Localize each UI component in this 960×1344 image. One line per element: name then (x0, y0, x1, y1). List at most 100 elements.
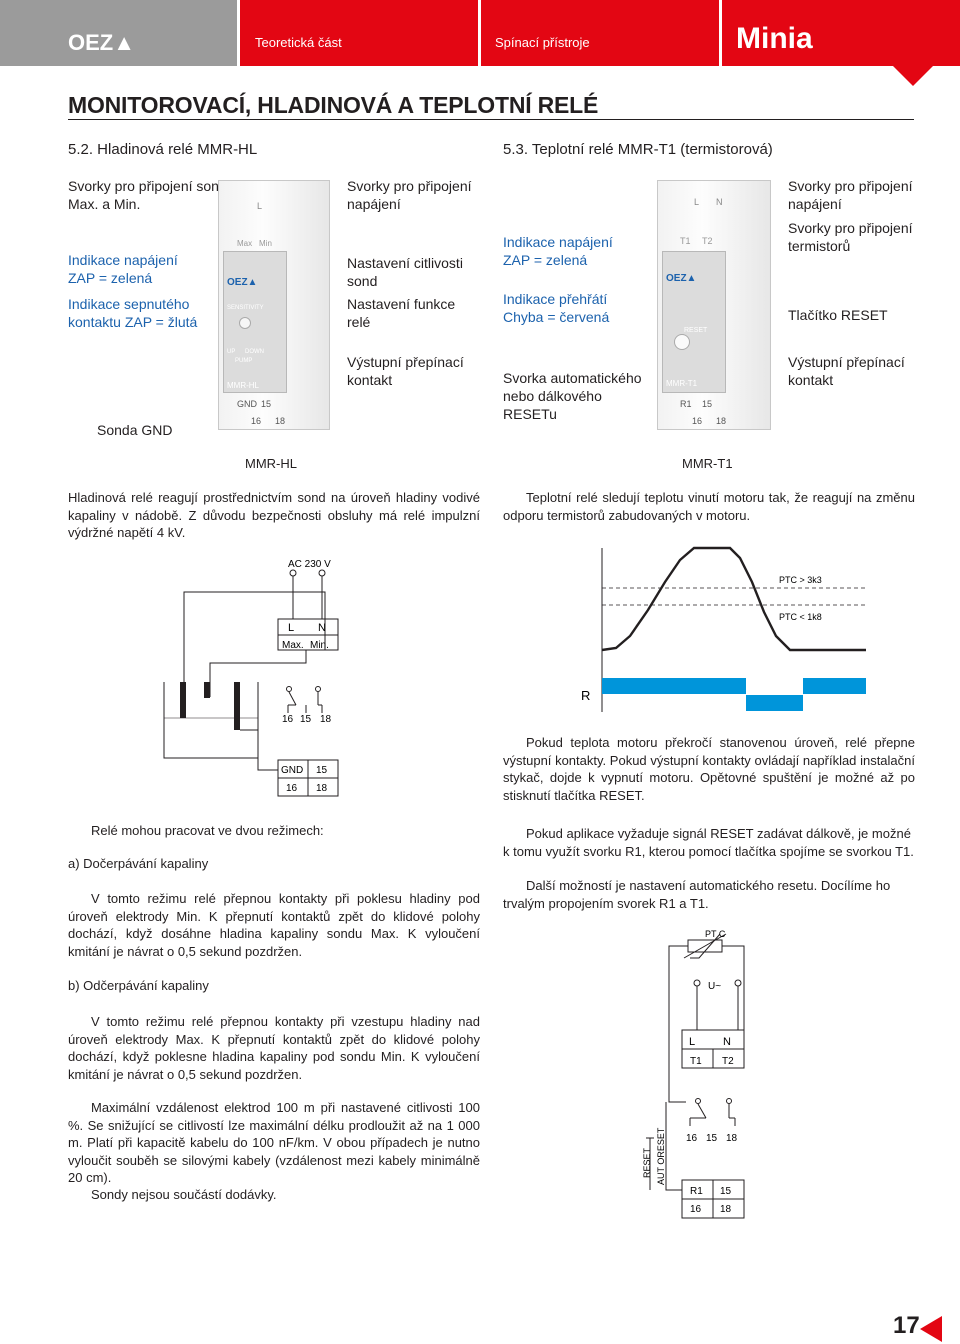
diag-l-label: L (288, 622, 294, 634)
diag-b15-label-t1: 15 (720, 1186, 732, 1197)
diag-supply-label: AC 230 V (288, 559, 331, 570)
diag-r1-label: R1 (690, 1186, 703, 1197)
label-contact-indication: Indikace sepnutého kontaktu ZAP = žlutá (68, 296, 198, 330)
diag-auto-reset-label: AUT ORESET (656, 1127, 666, 1185)
oez-logo: OEZ▲ (68, 30, 135, 55)
label-reset-button: Tlačítko RESET (788, 307, 888, 323)
device-top-terminal: L (257, 201, 263, 211)
device-18-terminal-t1: 18 (716, 416, 727, 426)
device-model: MMR-HL (227, 381, 259, 390)
diag-t1-label: T1 (690, 1056, 702, 1067)
label-sensitivity: Nastavení citlivosti sond (347, 255, 463, 289)
thermal-relay-wiring-diagram: PT C U~ L N T1 T2 16 15 18 R1 15 16 18 R… (642, 929, 745, 1219)
page-number: 17 (893, 1312, 920, 1339)
diag-b15-label: 15 (316, 765, 328, 776)
label-power-indication-t1: Indikace napájení ZAP = zelená (503, 234, 613, 268)
min-probe-icon (180, 682, 186, 718)
relay-state-bars (602, 678, 866, 711)
device-18-terminal: 18 (275, 416, 286, 426)
diag-t2-label: T2 (722, 1056, 734, 1067)
device-min-label: Min (259, 239, 272, 248)
mmr-hl-device: L Max Min OEZ▲ SENSITIVITY UP DOWN PUMP … (218, 180, 330, 430)
mode-a-heading: a) Dočerpávání kapaliny (68, 856, 209, 871)
section-heading-level-relay: 5.2. Hladinová relé MMR-HL (68, 141, 258, 158)
label-reset-terminal: Svorka automatického nebo dálkového RESE… (503, 370, 642, 422)
graph-ptc-low-label: PTC < 1k8 (779, 612, 822, 622)
label-supply-terminals-t1: Svorky pro připojení napájení (788, 178, 913, 212)
header-marker-icon (893, 66, 933, 86)
diag-18-label: 18 (320, 714, 332, 725)
mmr-t1-faceplate (662, 251, 726, 393)
max-probe-icon (204, 682, 210, 698)
ptc-resistance-graph: PTC > 3k3 PTC < 1k8 R (581, 546, 866, 712)
device-brand: OEZ▲ (227, 277, 258, 288)
section-heading-thermal-relay: 5.3. Teplotní relé MMR-T1 (termistorová) (503, 141, 773, 158)
header-brand-tab[interactable] (722, 0, 960, 66)
device-max-label: Max (237, 239, 253, 248)
device-t1-terminal: T1 (680, 236, 691, 246)
graph-ptc-high-label: PTC > 3k3 (779, 575, 822, 585)
title-rule (68, 119, 914, 120)
header-theory-tab[interactable]: Teoretická část (240, 0, 478, 66)
diag-b16-label: 16 (286, 783, 298, 794)
device-up-label: UP (227, 349, 236, 355)
mode-a-text: V tomto režimu relé přepnou kontakty při… (68, 891, 480, 959)
level-relay-wiring-diagram: AC 230 V L N Max. Min. 16 15 18 GND 15 1… (163, 559, 339, 797)
page-marker-icon (920, 1316, 942, 1342)
diag-reset-label: RESET (642, 1147, 652, 1178)
label-probe-gnd: Sonda GND (97, 422, 173, 438)
diag-b16-label-t1: 16 (690, 1204, 702, 1215)
device-gnd-terminal: GND (237, 399, 257, 409)
probes-note: Sondy nejsou součástí dodávky. (91, 1187, 277, 1202)
device-sensitivity-label: SENSITIVITY (227, 305, 264, 311)
label-output-contact-t1: Výstupní přepínací kontakt (788, 354, 905, 388)
label-output-contact: Výstupní přepínací kontakt (347, 354, 464, 388)
caption-mmr-hl: MMR-HL (245, 456, 297, 471)
diag-15-label-t1: 15 (706, 1133, 718, 1144)
header-theory-label: Teoretická část (255, 35, 342, 50)
reset-button-icon[interactable] (674, 334, 690, 350)
device-t2-terminal: T2 (702, 236, 713, 246)
diag-b18-label-t1: 18 (720, 1204, 732, 1215)
device-pump-label: PUMP (235, 358, 253, 364)
diag-ptc-label: PT C (705, 929, 726, 939)
diag-l-label-t1: L (689, 1036, 695, 1048)
distance-text: Maximální vzdálenost elektrod 100 m při … (68, 1100, 480, 1185)
gnd-probe-icon (234, 682, 240, 730)
diag-n-label: N (318, 622, 326, 634)
right-para-3: Další možností je nastavení automatickéh… (503, 878, 891, 911)
header-switching-tab[interactable]: Spínací přístroje (481, 0, 719, 66)
sensitivity-dial-icon[interactable] (239, 317, 251, 329)
left-intro-text: Hladinová relé reagují prostřednictvím s… (68, 490, 480, 540)
device-r1-terminal: R1 (680, 399, 692, 409)
device-n-terminal: N (716, 197, 723, 207)
device-model-t1: MMR-T1 (666, 379, 698, 388)
mmr-t1-device: L N T1 T2 OEZ▲ RESET MMR-T1 R1 15 16 18 (657, 180, 771, 430)
label-thermistor-terminals: Svorky pro připojení termistorů (788, 220, 913, 254)
diag-n-label-t1: N (723, 1036, 731, 1048)
mode-b-heading: b) Odčerpávání kapaliny (68, 978, 209, 993)
brand-title: Minia (736, 22, 813, 55)
device-16-terminal-t1: 16 (692, 416, 703, 426)
header-switching-label: Spínací přístroje (495, 35, 590, 50)
device-reset-label: RESET (684, 327, 708, 334)
diag-16-label-t1: 16 (686, 1133, 698, 1144)
graph-r-label: R (581, 688, 590, 703)
caption-mmr-t1: MMR-T1 (682, 456, 733, 471)
diag-max-label: Max. (282, 640, 304, 651)
diag-16-label: 16 (282, 714, 294, 725)
modes-intro: Relé mohou pracovat ve dvou režimech: (91, 823, 324, 838)
right-para-1: Pokud teplota motoru překročí stanovenou… (503, 735, 915, 803)
device-down-label: DOWN (245, 349, 264, 355)
diag-u-label: U~ (708, 981, 721, 992)
mmr-hl-faceplate (223, 251, 287, 393)
device-l-terminal: L (694, 197, 700, 207)
right-intro-text: Teplotní relé sledují teplotu vinutí mot… (503, 490, 915, 523)
device-16-terminal: 16 (251, 416, 262, 426)
mode-b-text: V tomto režimu relé přepnou kontakty při… (68, 1014, 480, 1082)
diag-b18-label: 18 (316, 783, 328, 794)
diag-15-label: 15 (300, 714, 312, 725)
label-function: Nastavení funkce relé (347, 296, 456, 330)
page-title: MONITOROVACÍ, HLADINOVÁ A TEPLOTNÍ RELÉ (68, 92, 599, 118)
diag-gnd-label: GND (281, 765, 303, 776)
